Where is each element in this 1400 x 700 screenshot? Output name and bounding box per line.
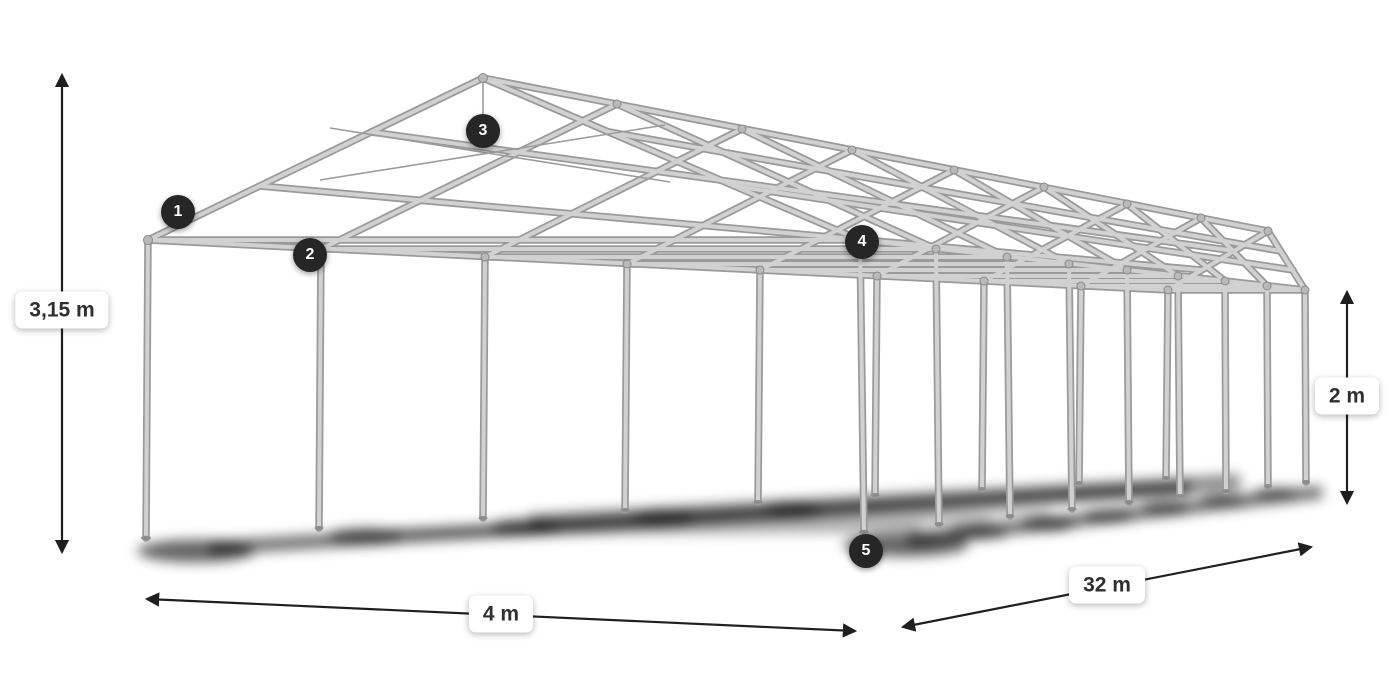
- hotspot-marker-4[interactable]: 4: [845, 225, 879, 259]
- frame-joints: [143, 73, 1310, 295]
- hotspot-marker-5[interactable]: 5: [849, 534, 883, 568]
- dimension-label-width: 4 m: [468, 595, 534, 633]
- dimension-label-side-height: 2 m: [1314, 377, 1380, 415]
- hotspot-marker-1[interactable]: 1: [161, 195, 195, 229]
- frame-feet: [141, 476, 1310, 541]
- ground-shadow: [137, 474, 1323, 563]
- gable-brace-cables: [319, 80, 671, 183]
- dimension-label-length: 32 m: [1069, 566, 1145, 604]
- hotspot-marker-2[interactable]: 2: [293, 238, 327, 272]
- dimension-label-total-height: 3,15 m: [15, 291, 109, 329]
- tent-frame-tubes: [146, 78, 1306, 538]
- hotspot-marker-3[interactable]: 3: [466, 114, 500, 148]
